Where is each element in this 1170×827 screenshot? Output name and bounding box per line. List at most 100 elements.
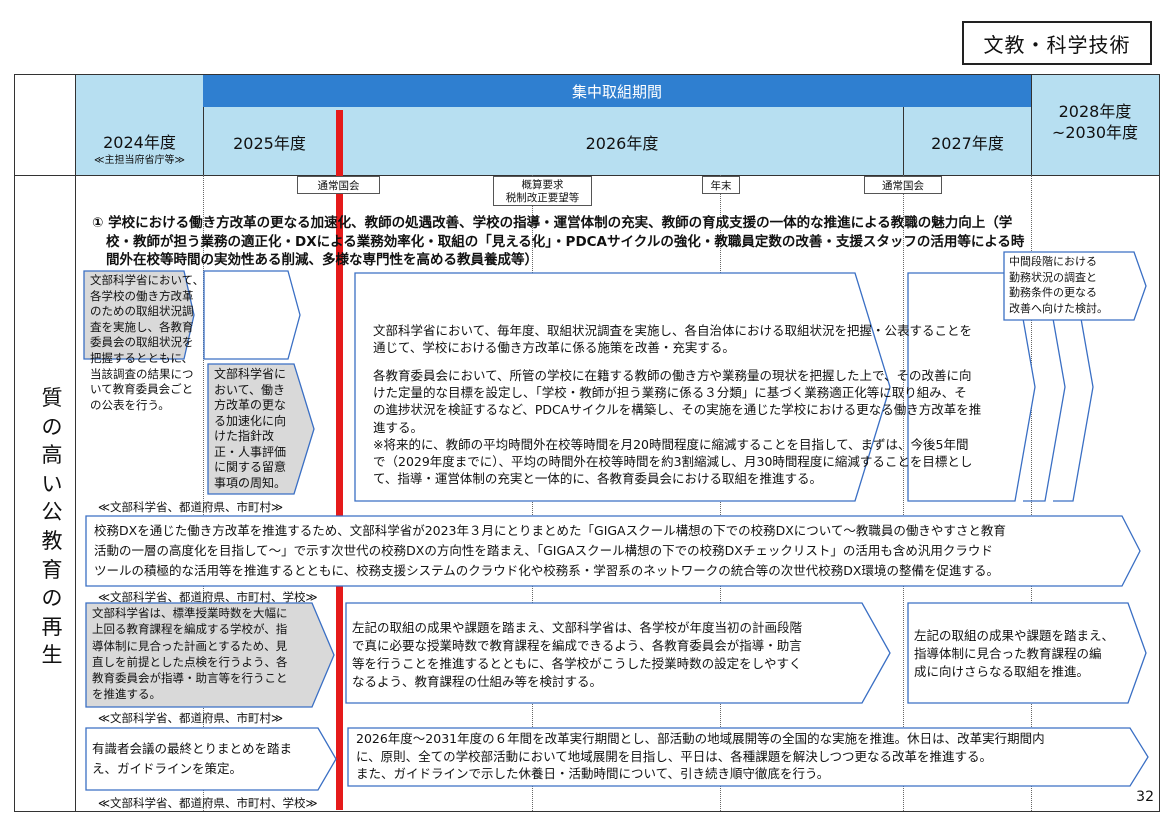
milestone-budget-line2: 税制改正要望等 [505,192,580,204]
box-curriculum-further: 左記の取組の成果や課題を踏まえ、 指導体制に見合った教育課程の編 成に向けさらな… [907,602,1147,704]
b6-line: 文部科学省は、標準授業時数を大幅に [92,606,288,620]
b4-line: 中間段階における [1009,255,1097,268]
b10-line: 2026年度～2031年度の６年間を改革実行期間とし、部活動の地域展開等の全国的… [356,731,1045,746]
heading-line2: 校・教師が担う業務の適正化・DXによる業務効率化・取組の「見える化」・PDCAサ… [106,233,1025,250]
box-club-guideline-text: 有識者会議の最終とりまとめを踏ま え、ガイドラインを策定。 [92,739,324,779]
box-annual-survey-para1: 文部科学省において、毎年度、取組状況調査を実施し、各自治体における取組状況を把握… [373,323,1073,356]
b2-line: おいて、働き [214,382,286,397]
b3-p2-line: の進捗状況を検証するなど、PDCAサイクルを構築し、その実施を通じた学校における… [373,402,982,418]
b10-line: に、原則、全ての学校部活動において地域展開を目指し、平日は、各種課題を解決しつつ… [356,748,993,764]
b1-line: の公表を行う。 [90,397,170,412]
b1-line: 査を実施し、各教育 [90,319,194,334]
b4-line: 勤務条件の更なる [1009,286,1097,300]
col-2024-sublabel: ≪主担当府省庁等≫ [94,155,185,166]
col-2025-label: 2025年度 [233,134,306,153]
b8-line: 左記の取組の成果や課題を踏まえ、 [914,628,1115,643]
box-curriculum-review: 左記の取組の成果や課題を踏まえ、文部科学省は、各学校が年度当初の計画段階 で真に… [345,602,892,704]
b2-line: けた指針改 [214,429,275,443]
b1-line: 文部科学省において、 [90,273,205,287]
box-survey-2024-text: 文部科学省において、 各学校の働き方改革 のための取組状況調 査を実施し、各教育… [90,273,300,413]
box-annual-survey-shape [354,272,1094,502]
b1-line: 当該調査の結果につ [90,366,194,381]
box-curriculum-review-shape [345,602,891,704]
header-2024-bg [76,75,203,175]
page-number: 32 [1136,789,1154,805]
box-club-reform-shape [347,727,1149,787]
box-annual-survey-para2: 各教育委員会において、所管の学校に在籍する教師の働き方や業務量の現状を把握した上… [373,367,1073,487]
heading-line3: 間外在校等時間の実効性ある削減、多様な専門性を高める教員養成等） [106,252,538,268]
box-curriculum-further-shape [907,602,1147,704]
b4-line: 改善へ向けた検討。 [1009,301,1108,315]
box-club-guideline-shape [85,727,337,791]
b7-line: なるよう、教育課程の仕組み等を検討する。 [352,674,603,689]
b3-p2-line: て、指導・運営体制の充実と一体的に、各教育委員会における取組を推進する。 [373,471,823,487]
b5-line: ツールの積極的な活用等を推進するとともに、校務支援システムのクラウド化や校務系・… [94,563,999,578]
box-club-reform: 2026年度～2031年度の６年間を改革実行期間とし、部活動の地域展開等の全国的… [347,727,1149,787]
box-school-dx: 校務DXを通じた働き方改革を推進するため、文部科学省が2023年３月にとりまとめ… [85,515,1141,587]
b6-line: 直しを前提とした点検を行うよう、各 [92,654,288,669]
b1-line: いて教育委員会ごと [90,382,194,397]
category-tag: 文教・科学技術 [962,21,1152,65]
b9-line: 有識者会議の最終とりまとめを踏ま [92,741,293,756]
scope-label-1: ≪文部科学省、都道府県、市町村≫ [98,500,284,514]
col-2028-line1: 2028年度 [1058,102,1132,121]
concentrated-period-label: 集中取組期間 [571,82,662,101]
dotted-2026-2027 [903,175,904,811]
b2-line: 正・人事評価 [214,444,287,459]
b5-line: 校務DXを通じた働き方改革を推進するため、文部科学省が2023年３月にとりまとめ… [94,523,1006,538]
scope-label-3: ≪文部科学省、都道府県、市町村≫ [98,711,284,725]
b6-line: 上回る教育課程を編成する学校が、指 [92,622,288,637]
heading-line1: ① 学校における働き方改革の更なる加速化、教師の処遇改善、学校の指導・運営体制の… [92,215,1013,231]
b7-line: 左記の取組の成果や課題を踏まえ、文部科学省は、各学校が年度当初の計画段階 [352,620,803,635]
divider-2024-2025 [203,107,204,175]
box-club-guideline: 有識者会議の最終とりまとめを踏ま え、ガイドラインを策定。 [85,727,337,791]
box-survey-2024: 文部科学省において、 各学校の働き方改革 のための取組状況調 査を実施し、各教育… [83,270,301,412]
b6-line: 導体制に見合った計画とするため、見 [92,638,288,653]
box-school-dx-shape [85,515,1141,587]
box-curriculum-further-text: 左記の取組の成果や課題を踏まえ、 指導体制に見合った教育課程の編 成に向けさらな… [914,627,1136,681]
milestone-ordinary-diet-1: 通常国会 [297,176,380,194]
b1-line: 各学校の働き方改革 [90,288,194,303]
milestone-ordinary-diet-2: 通常国会 [864,176,942,194]
current-time-bar [336,110,343,810]
b3-p2-line: 進する。 [373,419,424,435]
b6-line: を推進する。 [92,687,161,702]
header-concentrated-period: 集中取組期間 [203,75,1031,107]
header-2028-bg [1031,75,1159,175]
b1-line: 把握するとともに、 [90,350,194,365]
b2-line: 方改革の更な [214,398,287,412]
col-2028-label: 2028年度 ~2030年度 [1031,101,1159,143]
box-annual-survey: 文部科学省において、毎年度、取組状況調査を実施し、各自治体における取組状況を把握… [354,272,1095,502]
b3-p2-line: 各教育委員会において、所管の学校に在籍する教師の働き方や業務量の現状を把握した上… [373,368,972,383]
divider-2027-2028 [1031,74,1032,175]
side-divider [75,74,76,812]
b8-line: 成に向けさらなる取組を推進。 [914,664,1090,679]
box-midterm-review-shape [1003,251,1147,321]
col-2024-label: 2024年度 [103,133,176,152]
dotted-2027-2028 [1031,175,1032,811]
dotted-2024-2025 [203,175,204,811]
b10-line: また、ガイドラインで示した休養日・活動時間について、引き続き順守徹底を行う。 [356,766,830,781]
box-curriculum-check: 文部科学省は、標準授業時数を大幅に 上回る教育課程を編成する学校が、指 導体制に… [85,602,336,708]
box-curriculum-review-text: 左記の取組の成果や課題を踏まえ、文部科学省は、各学校が年度当初の計画段階 で真に… [352,619,872,691]
b3-p2-line: ※将来的に、教師の平均時間外在校等時間を月20時間程度に縮減することを目指して、… [373,436,969,452]
b6-line: 教育委員会が指導・助言等を行うこと [92,671,288,686]
header-bottom-line [14,175,1160,176]
box-guideline-revision-shape [207,363,315,495]
b2-line: に関する留意 [214,460,287,474]
box-midterm-review: 中間段階における 勤務状況の調査と 勤務条件の更なる 改善へ向けた検討。 [1003,251,1147,321]
side-label: 質の高い公教育の再生 [41,386,63,668]
col-2026-label: 2026年度 [585,134,659,153]
box-curriculum-check-text: 文部科学省は、標準授業時数を大幅に 上回る教育課程を編成する学校が、指 導体制に… [92,605,322,703]
box-guideline-revision-text: 文部科学省に おいて、働き 方改革の更な る加速化に向 けた指針改 正・人事評価… [214,367,304,491]
roadmap-frame [14,74,1160,812]
b7-line: 等を行うことを推進するとともに、各学校がこうした授業時数の設定をしやすく [352,656,802,671]
b1-line: 委員会の取組状況を [90,335,194,350]
b8-line: 指導体制に見合った教育課程の編 [914,646,1102,661]
col-2027-label: 2027年度 [931,134,1004,153]
measure-heading: ① 学校における働き方改革の更なる加速化、教師の処遇改善、学校の指導・運営体制の… [92,214,1092,270]
b9-line: え、ガイドラインを策定。 [92,761,243,776]
box-school-dx-text: 校務DXを通じた働き方改革を推進するため、文部科学省が2023年３月にとりまとめ… [94,521,1134,581]
b2-line: る加速化に向 [214,413,287,428]
b7-line: で真に必要な授業時数で教育課程を編成できるよう、各教育委員会が指導・助言 [352,638,802,653]
